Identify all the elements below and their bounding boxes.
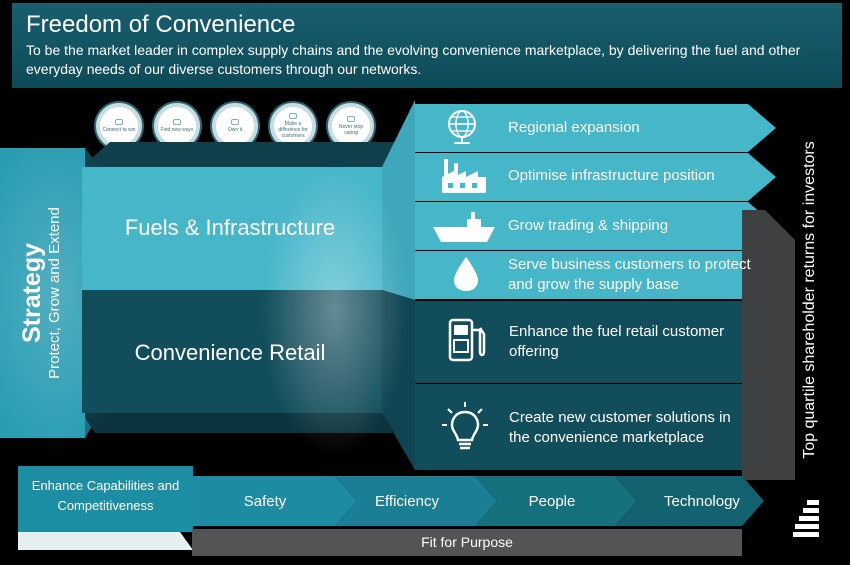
initiative-fuel-retail: Enhance the fuel retail customer offerin… — [509, 323, 725, 360]
chevron-efficiency — [335, 476, 497, 526]
chevron-label-technology: Technology — [664, 493, 740, 510]
chevron-label-people: People — [528, 493, 576, 510]
retail-block — [82, 290, 382, 413]
initiative-new-solutions: Create new customer solutions in the con… — [509, 409, 731, 446]
fuels-top-face — [82, 142, 410, 167]
value-label: Connect to win — [102, 127, 136, 133]
enhance-label: Enhance Capabilities and Competitiveness — [31, 478, 180, 513]
retail-connector — [382, 290, 415, 470]
chevron-label-safety: Safety — [243, 493, 287, 510]
outcome-column — [742, 210, 795, 480]
value-circle-caring: Never stop caring — [328, 103, 374, 149]
retail-label: Convenience Retail — [134, 340, 326, 365]
fit-for-purpose-label: Fit for Purpose — [421, 534, 513, 550]
strategy-label-block: Strategy Protect, Grow and Extend — [0, 148, 85, 438]
fuels-block — [82, 167, 382, 290]
value-label: Find new ways — [160, 127, 194, 133]
fit-for-purpose-bar — [192, 529, 742, 556]
diagram-shapes — [0, 100, 795, 480]
outcome-label-block: Top quartile shareholder returns for inv… — [790, 110, 830, 490]
foundation-shapes — [18, 476, 764, 550]
fuels-connector — [382, 100, 415, 300]
value-icon — [115, 119, 123, 125]
fuel-pump-icon — [448, 318, 486, 362]
value-icon — [231, 119, 239, 125]
factory-icon — [442, 159, 486, 193]
strategy-bar — [0, 148, 85, 438]
retail-bottom-face — [82, 413, 395, 433]
value-icon — [289, 113, 297, 119]
value-circle-connect: Connect to win — [96, 103, 142, 149]
value-label: Own it — [227, 127, 243, 133]
header-banner: Freedom of Convenience To be the market … — [12, 3, 842, 88]
value-circle-own-it: Own it — [212, 103, 258, 149]
ship-icon — [433, 212, 495, 242]
lightbulb-icon — [442, 402, 488, 450]
arrow-regional — [415, 104, 776, 152]
droplet-icon — [454, 257, 478, 291]
initiative-business: Serve business customers to protect and … — [508, 256, 751, 293]
initiative-trading: Grow trading & shipping — [508, 217, 669, 234]
chevron-safety — [193, 476, 357, 526]
page-title: Freedom of Convenience — [26, 11, 296, 38]
arrow-business — [415, 251, 776, 299]
value-icon — [173, 119, 181, 125]
outcome-label: Top quartile shareholder returns for inv… — [801, 141, 818, 459]
arrow-fuel-retail — [415, 301, 776, 383]
page-subtitle: To be the market leader in complex suppl… — [26, 42, 801, 77]
arrow-trading — [415, 202, 776, 250]
value-label: Never stop caring — [338, 124, 364, 136]
chevron-technology — [615, 476, 764, 526]
arrow-infrastructure — [415, 153, 776, 201]
value-label: Make a difference for customers — [278, 121, 308, 139]
initiative-regional: Regional expansion — [508, 119, 640, 136]
enhance-block — [18, 466, 193, 532]
arrow-new-solutions — [415, 384, 776, 470]
enhance-base — [18, 532, 193, 550]
strategy-subtitle: Protect, Grow and Extend — [46, 207, 63, 379]
value-icon — [347, 116, 355, 122]
strategy-title: Strategy — [18, 242, 46, 344]
bar-steps-icon — [793, 500, 819, 537]
chevron-label-efficiency: Efficiency — [375, 493, 439, 510]
initiative-infrastructure: Optimise infrastructure position — [508, 167, 715, 184]
fuels-label: Fuels & Infrastructure — [124, 215, 336, 240]
chevron-people — [475, 476, 637, 526]
globe-icon — [448, 110, 476, 144]
